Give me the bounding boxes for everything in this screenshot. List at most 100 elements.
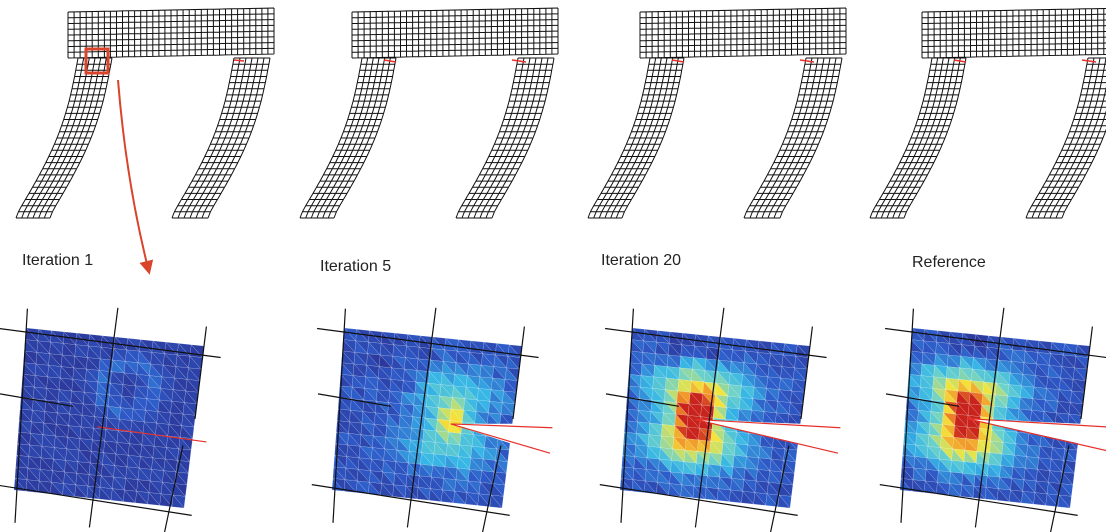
fe-triangle xyxy=(107,394,122,408)
fe-triangle xyxy=(493,354,507,369)
fe-triangle xyxy=(87,474,101,488)
fe-triangle xyxy=(912,479,926,494)
fe-triangle xyxy=(755,480,769,495)
fe-triangle xyxy=(123,489,136,504)
fe-triangle xyxy=(141,432,155,447)
fe-triangle xyxy=(954,413,968,428)
fe-triangle xyxy=(383,460,397,474)
fe-triangle xyxy=(924,468,938,483)
fe-triangle xyxy=(1034,492,1048,506)
fe-triangle xyxy=(679,367,693,382)
fe-triangle xyxy=(685,438,699,452)
fe-triangle xyxy=(681,472,695,487)
fe-triangle xyxy=(37,328,52,343)
fe-triangle xyxy=(341,350,355,365)
fe-triangle xyxy=(489,494,503,509)
fe-triangle xyxy=(131,408,145,423)
mesh-iteration-1 xyxy=(15,7,275,219)
fe-triangle xyxy=(478,481,492,496)
fe-triangle xyxy=(182,413,196,428)
fe-triangle xyxy=(642,340,657,354)
fe-triangle xyxy=(126,454,140,469)
fe-triangle xyxy=(176,460,190,474)
fe-triangle xyxy=(987,463,1000,478)
fe-triangle xyxy=(116,430,130,444)
fe-triangle xyxy=(74,484,88,498)
fe-triangle xyxy=(741,490,755,505)
fe-triangle xyxy=(455,479,469,494)
fe-triangle xyxy=(98,486,112,501)
fe-triangle xyxy=(756,351,770,366)
fe-triangle xyxy=(504,367,519,381)
zoom-iteration-20 xyxy=(599,307,841,532)
fe-triangle xyxy=(25,479,39,493)
fe-triangle xyxy=(39,457,53,471)
fe-triangle xyxy=(1021,385,1035,400)
fe-triangle xyxy=(168,412,183,426)
fe-triangle xyxy=(151,457,165,471)
fe-triangle xyxy=(932,376,946,390)
fe-triangle xyxy=(171,494,185,509)
label-iteration-1: Iteration 1 xyxy=(22,252,94,269)
fe-triangle xyxy=(705,475,719,489)
fe-triangle xyxy=(459,432,473,447)
fe-triangle xyxy=(678,367,692,381)
crack-opening xyxy=(695,419,841,454)
fe-triangle xyxy=(732,349,746,364)
fe-triangle xyxy=(108,394,123,409)
fe-triangle xyxy=(1046,376,1060,390)
fe-triangle xyxy=(478,376,492,390)
fe-triangle xyxy=(422,429,436,443)
fe-triangle xyxy=(704,358,719,372)
fe-triangle xyxy=(655,353,669,368)
fe-triangle xyxy=(978,427,992,442)
fe-triangle xyxy=(18,420,32,434)
fe-triangle xyxy=(1070,390,1084,405)
fe-triangle xyxy=(704,486,718,501)
zoom-reference xyxy=(879,307,1106,532)
fe-triangle xyxy=(468,351,482,366)
fe-triangle xyxy=(469,340,484,354)
fe-triangle xyxy=(151,352,165,366)
fe-triangle xyxy=(924,480,938,495)
fe-triangle xyxy=(347,444,361,459)
fe-triangle xyxy=(417,475,431,489)
fe-triangle xyxy=(769,458,783,473)
fe-triangle xyxy=(124,361,139,375)
fe-triangle xyxy=(996,488,1010,502)
crack-mark xyxy=(511,59,527,63)
fe-triangle xyxy=(695,450,709,465)
fe-triangle xyxy=(731,466,745,480)
fe-triangle xyxy=(959,367,973,382)
fe-triangle xyxy=(967,403,982,417)
element-edge xyxy=(406,307,437,528)
fe-triangle xyxy=(160,376,174,390)
fe-triangle xyxy=(757,469,771,483)
zoom-iteration-1 xyxy=(0,307,221,532)
fe-triangle xyxy=(755,468,769,483)
fe-triangle xyxy=(920,363,935,378)
fe-triangle xyxy=(91,439,105,453)
fe-triangle xyxy=(631,327,645,342)
fe-triangle xyxy=(433,453,447,468)
fe-triangle xyxy=(964,438,978,452)
element-edge xyxy=(317,393,392,407)
fe-triangle xyxy=(138,456,152,470)
element-edge xyxy=(0,484,192,516)
element-edge xyxy=(620,308,634,523)
fe-triangle xyxy=(126,337,140,352)
fe-triangle xyxy=(417,346,432,361)
fe-triangle xyxy=(635,444,649,459)
fe-triangle xyxy=(935,341,949,356)
element-edge xyxy=(332,308,346,523)
fe-triangle xyxy=(1011,466,1025,480)
crack-mark xyxy=(383,59,397,63)
fe-triangle xyxy=(479,364,493,379)
fe-triangle xyxy=(1021,490,1035,505)
fe-triangle xyxy=(397,426,411,441)
fe-triangle xyxy=(72,367,86,381)
fe-triangle xyxy=(124,477,138,492)
label-iteration-20: Iteration 20 xyxy=(601,252,682,269)
fe-triangle xyxy=(416,358,431,372)
